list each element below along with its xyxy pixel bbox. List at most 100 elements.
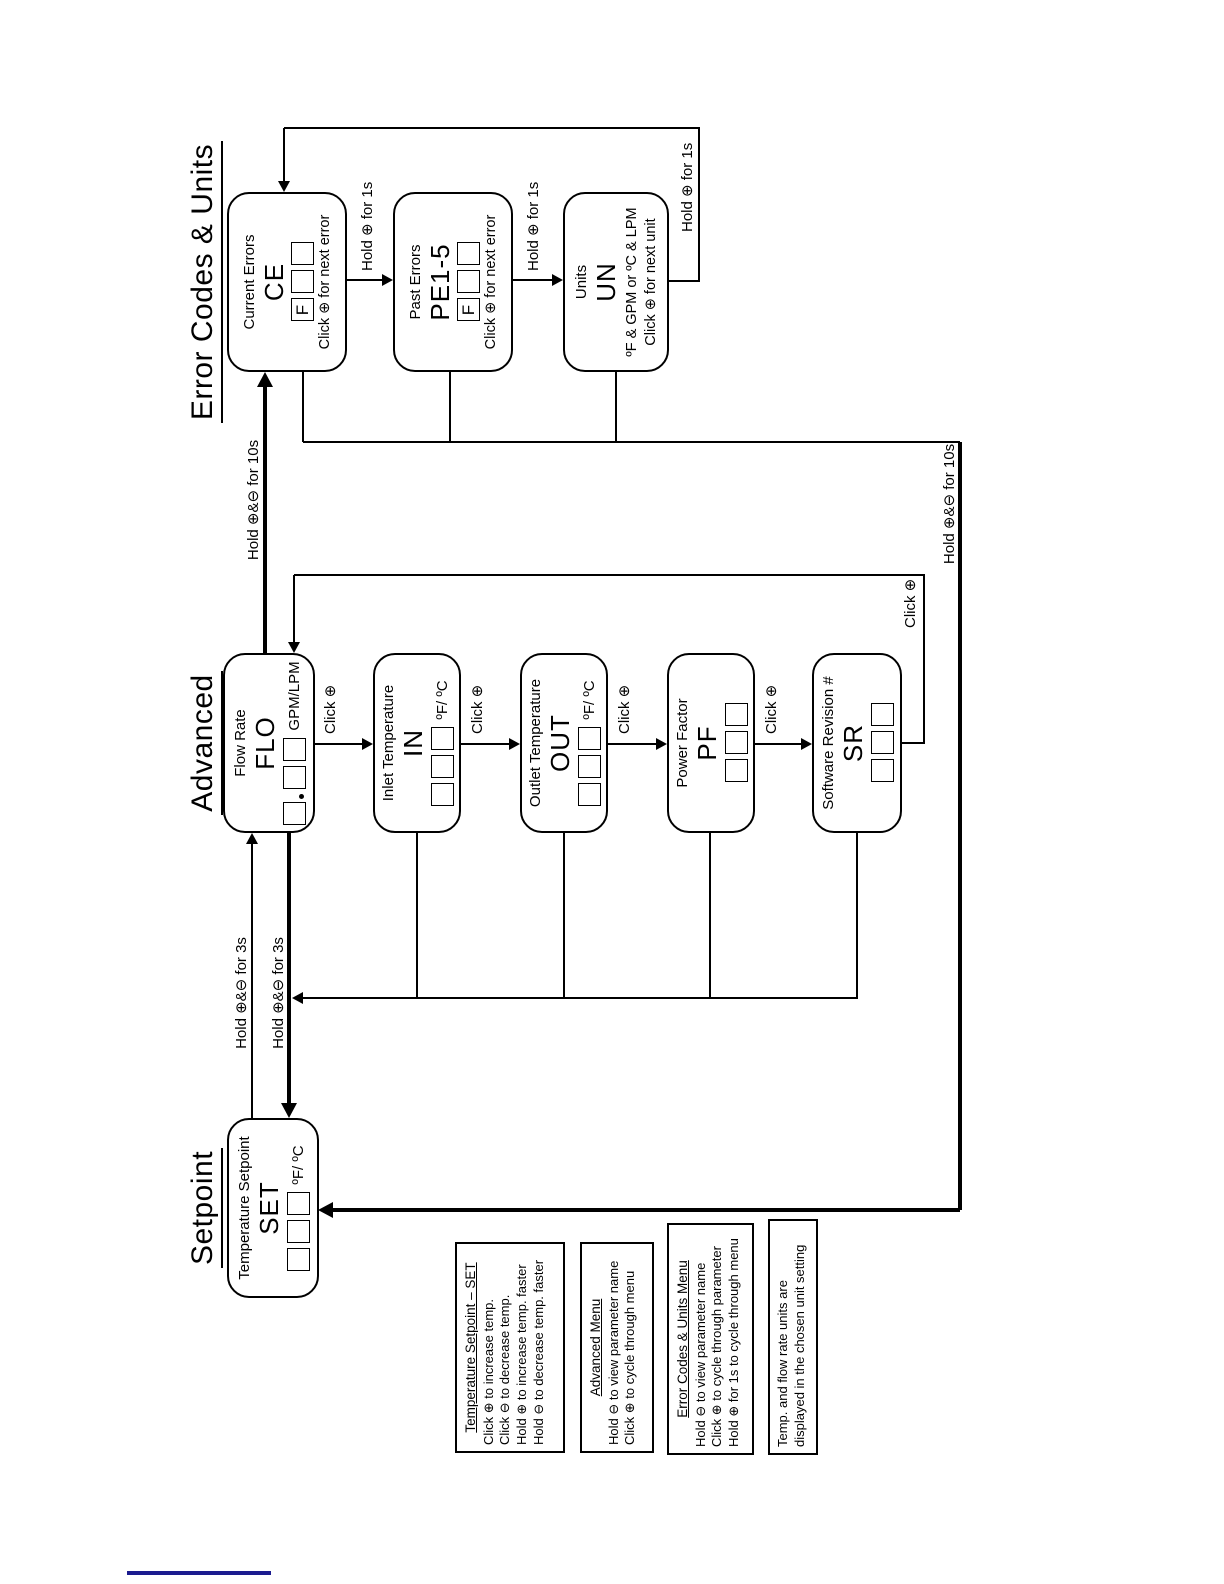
un-note: Click ⊕ for next unit [642,218,659,346]
display-digit-box [457,270,481,294]
arrowhead-pe-to-un [552,274,563,286]
legend-line: Click ⊕ to cycle through parameter [709,1246,725,1447]
ce-code: CE [258,262,289,302]
set-unit-label: ºF/ ºC [289,1145,307,1185]
legend-setpoint-title: Temperature Setpoint – SET [463,1262,478,1433]
sr-loop-segment-1 [902,742,925,744]
pe-code: PE1-5 [424,243,455,321]
legend-line: displayed in the chosen unit setting [791,1244,807,1447]
display-digit-box [286,1219,310,1243]
display-digit-box [282,801,306,825]
in-unit-label: ºF/ ºC [433,680,451,720]
flo-code: FLO [250,716,281,770]
sr-exit-stub [856,833,858,998]
display-digit-box [430,782,454,806]
pf-label: Power Factor [674,698,692,788]
label-hold-3s-top: Hold ⊕&⊖ for 3s [233,937,250,1049]
arrowhead-flo-to-set [281,1103,297,1118]
label-click-out-pf: Click ⊕ [616,684,633,734]
legend-errors-title: Error Codes & Units Menu [675,1260,690,1418]
return-line-vertical [332,1208,960,1212]
menu-box-out: Outlet Temperature OUT ºF/ ºC [520,653,608,833]
display-digit-box-f: F [457,298,481,322]
arrow-pe-to-un [513,279,552,281]
arrow-set-to-flo [251,844,253,1118]
un-loop-segment-4 [283,128,285,181]
pe-display: F [457,242,481,322]
sr-loop-segment-2 [923,574,925,744]
decimal-point-dot [298,793,304,799]
flo-unit-label: GPM/LPM [285,661,303,731]
arrow-flo-to-ce [263,387,267,653]
out-display: ºF/ ºC [577,680,601,806]
display-digit-box [291,242,315,266]
section-title-advanced: Advanced [186,653,223,833]
footer-hyperlink-rule [127,1571,271,1575]
legend-line: Click ⊖ to decrease temp. [497,1294,513,1445]
display-digit-box [870,759,894,783]
arrowhead-in-to-out [509,738,520,750]
arrowhead-advanced-exit [292,992,303,1004]
out-exit-stub [563,833,565,998]
sr-display [870,703,894,783]
display-digit-box [282,737,306,761]
display-digit-box [724,731,748,755]
out-label: Outlet Temperature [527,678,545,808]
ce-label: Current Errors [240,234,258,330]
un-loop-segment-2 [698,127,700,282]
label-click-in-out: Click ⊕ [469,684,486,734]
pf-display [724,703,748,783]
display-digit-box [724,703,748,727]
menu-box-pf: Power Factor PF [667,653,755,833]
un-loop-segment-3 [284,127,700,129]
legend-box-errors: Error Codes & Units Menu Hold ⊖ to view … [667,1223,754,1455]
display-digit-box [430,754,454,778]
arrow-in-to-out [461,743,509,745]
display-digit-box [291,270,315,294]
label-hold-1s-ce-pe: Hold ⊕ for 1s [359,181,376,271]
menu-box-sr: Software Revision # SR [812,653,902,833]
ce-display: F [291,242,315,322]
label-click-flo-in: Click ⊕ [322,684,339,734]
display-digit-box [870,731,894,755]
legend-box-units-note: Temp. and flow rate units are displayed … [768,1219,818,1455]
legend-advanced-title: Advanced Menu [588,1298,603,1397]
label-hold-1s-pe-un: Hold ⊕ for 1s [525,181,542,271]
set-display: ºF/ ºC [286,1145,310,1271]
display-digit-box [577,754,601,778]
menu-box-set: Temperature Setpoint SET ºF/ ºC [227,1118,319,1298]
legend-box-advanced: Advanced Menu Hold ⊖ to view parameter n… [580,1242,654,1453]
arrow-out-to-pf [608,743,656,745]
un-exit-stub [615,372,617,442]
menu-box-flo: Flow Rate FLO GPM/LPM [223,653,315,833]
menu-box-pe: Past Errors PE1-5 F Click ⊕ for next err… [393,192,513,372]
un-code: UN [591,262,622,302]
out-unit-label: ºF/ ºC [580,680,598,720]
section-title-errors: Error Codes & Units [186,132,223,432]
legend-line: Click ⊕ to cycle through menu [622,1270,638,1445]
display-digit-box [457,242,481,266]
legend-line: Hold ⊖ to view parameter name [605,1260,621,1445]
label-hold-10s-exit: Hold ⊕&⊖ for 10s [941,443,958,565]
legend-line: Hold ⊖ to decrease temp. faster [531,1259,547,1445]
pf-code: PF [692,725,723,761]
display-digit-box [577,782,601,806]
legend-box-setpoint: Temperature Setpoint – SET Click ⊕ to in… [455,1242,565,1453]
arrowhead-flo-to-ce [257,372,273,387]
menu-box-ce: Current Errors CE F Click ⊕ for next err… [227,192,347,372]
set-label: Temperature Setpoint [236,1136,254,1280]
arrowhead-return-to-set [318,1202,333,1218]
un-units-line: ºF & GPM or ºC & LPM [623,207,640,357]
in-label: Inlet Temperature [380,684,398,802]
pe-label: Past Errors [406,244,424,320]
label-hold-3s-bottom: Hold ⊕&⊖ for 3s [270,937,287,1049]
display-digit-box [724,759,748,783]
arrow-pf-to-sr [755,743,801,745]
legend-line: Temp. and flow rate units are [775,1280,790,1447]
label-click-pf-sr: Click ⊕ [763,684,780,734]
arrowhead-un-loop-to-ce [278,181,290,192]
arrow-flo-to-in [315,743,363,745]
section-title-setpoint: Setpoint [186,1118,223,1298]
display-digit-box [286,1191,310,1215]
